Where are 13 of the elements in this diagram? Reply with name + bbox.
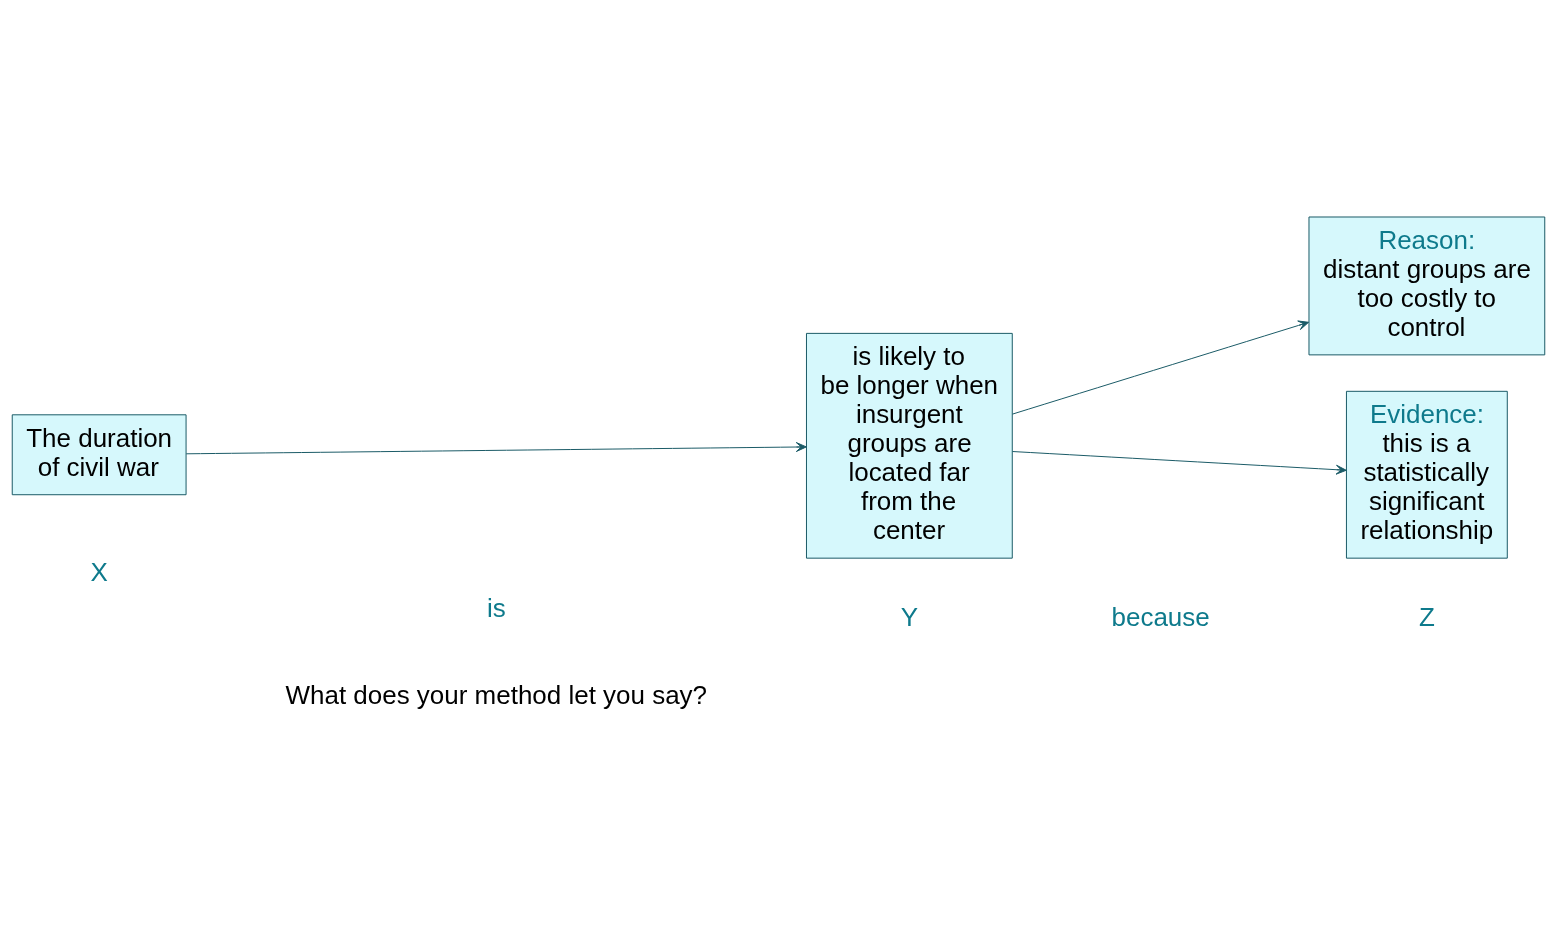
label: Z [1418, 601, 1435, 632]
label: is [486, 592, 506, 623]
arrow [185, 442, 807, 455]
label: What does your method let you say? [285, 679, 708, 710]
arrow [1012, 451, 1347, 475]
node-box: Evidence: this is a statistically significant relationship [1345, 390, 1508, 559]
label: Y [900, 601, 919, 632]
arrow [1012, 320, 1310, 415]
node-box: Reason: distant groups are too costly to control [1308, 216, 1546, 356]
node-box: is likely to be longer when insurgent groups are located far from the center [805, 332, 1013, 559]
node-box: The duration of civil war [11, 414, 187, 496]
label: X [90, 556, 108, 587]
label: because [1111, 601, 1210, 632]
